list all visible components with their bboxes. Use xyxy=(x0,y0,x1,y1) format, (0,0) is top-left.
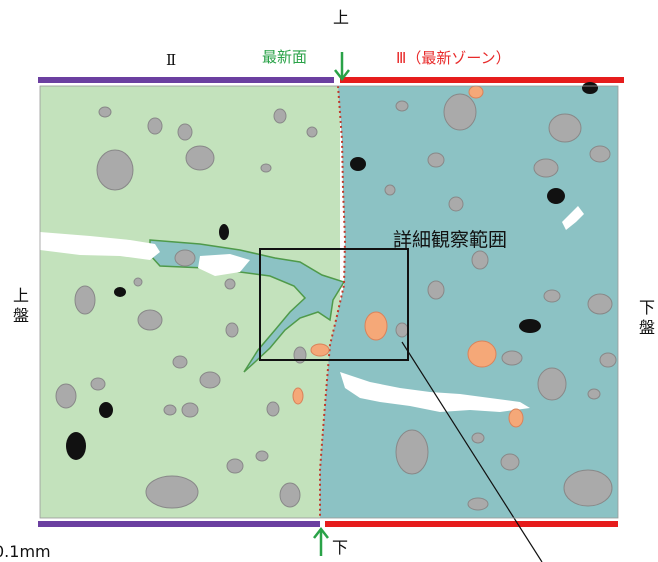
bottom-arrow-icon xyxy=(313,526,329,556)
zone-ii-bar xyxy=(38,77,334,83)
newest-face-boundary xyxy=(319,85,347,518)
fracture-zone xyxy=(149,239,346,373)
zone-iii-bottom-bar xyxy=(325,521,618,527)
orange-grains xyxy=(292,85,524,428)
left-crack xyxy=(40,232,160,260)
hanging-wall-label: 上盤 xyxy=(12,286,29,325)
bottom-direction-label: 下 xyxy=(332,538,349,557)
top-direction-label: 上 xyxy=(333,8,350,27)
leader-line xyxy=(401,341,543,562)
top-arrow-icon xyxy=(334,52,350,82)
right-crack xyxy=(340,372,530,412)
upper-right-crack xyxy=(562,206,584,230)
zone-ii-bottom-bar xyxy=(38,521,320,527)
detail-observation-label: 詳細観察範囲 xyxy=(393,229,508,251)
left-crack-part xyxy=(198,254,250,276)
section-border xyxy=(39,85,619,519)
zone-iii-label: Ⅲ（最新ゾーン） xyxy=(396,49,511,67)
newest-face-label: 最新面 xyxy=(262,48,308,66)
zone-iii-area xyxy=(320,86,618,518)
grains-zone-iii xyxy=(384,93,617,511)
zone-ii-label: Ⅱ xyxy=(166,51,177,69)
scale-label: 0.1mm xyxy=(0,542,51,561)
black-grains xyxy=(66,82,598,460)
zone-iii-bar xyxy=(340,77,624,83)
grains-zone-ii xyxy=(55,106,318,509)
footwall-label: 下盤 xyxy=(638,298,655,337)
detail-observation-box xyxy=(259,248,409,361)
